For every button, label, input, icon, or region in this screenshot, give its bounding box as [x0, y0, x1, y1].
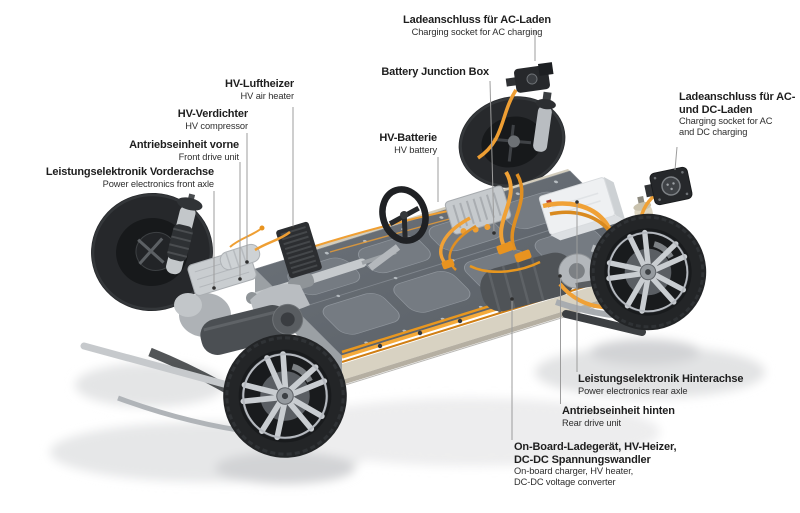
label-rear-drive-unit-de: Antriebseinheit hinten [562, 405, 675, 417]
label-onboard-charger: On-Board-Ladegerät, HV-Heizer, DC-DC Spa… [514, 441, 677, 488]
label-hv-battery: HV-Batterie HV battery [379, 132, 437, 156]
label-hv-compressor: HV-Verdichter HV compressor [178, 108, 248, 132]
label-hv-air-heater-de: HV-Luftheizer [225, 78, 294, 90]
hv-air-heater-unit [276, 221, 322, 279]
label-hv-battery-en: HV battery [394, 144, 437, 155]
label-hv-air-heater: HV-Luftheizer HV air heater [225, 78, 294, 102]
label-power-electronics-front-en: Power electronics front axle [102, 178, 215, 189]
label-rear-drive-unit-en: Rear drive unit [562, 417, 621, 428]
label-hv-compressor-de: HV-Verdichter [177, 108, 248, 120]
label-onboard-charger-en1: On-board charger, HV heater, [514, 466, 634, 476]
leader-ac-dc-charging [674, 146, 678, 171]
label-ac-charging-en: Charging socket for AC charging [411, 26, 543, 37]
label-power-electronics-rear-en: Power electronics rear axle [578, 385, 688, 396]
ac-charging-cable [477, 89, 518, 160]
label-battery-junction-box: Battery Junction Box [381, 66, 489, 79]
front-drive-unit-assembly [80, 221, 322, 439]
label-onboard-charger-de1: On-Board-Ladegerät, HV-Heizer, [514, 441, 677, 453]
ac-charging-socket [505, 62, 554, 93]
label-power-electronics-rear: Leistungselektronik Hinterachse Power el… [578, 373, 743, 397]
leader-dots [212, 200, 579, 301]
label-ac-dc-charging-en1: Charging socket for AC [679, 116, 773, 126]
rear-suspension-strut [533, 91, 556, 152]
label-ac-charging-de: Ladeanschluss für AC-Laden [403, 14, 551, 26]
label-hv-compressor-en: HV compressor [185, 120, 248, 131]
label-ac-dc-charging-de2: und DC-Laden [679, 103, 753, 116]
label-front-drive-unit: Antriebseinheit vorne Front drive unit [129, 139, 239, 163]
label-battery-junction-box-de: Battery Junction Box [381, 66, 489, 78]
leader-lines [213, 30, 678, 440]
rear-motor [480, 252, 596, 313]
label-ac-charging: Ladeanschluss für AC-Laden Charging sock… [398, 14, 556, 38]
steering-wheel [379, 186, 429, 244]
label-hv-battery-de: HV-Batterie [379, 132, 437, 144]
label-onboard-charger-en2: DC-DC voltage converter [514, 477, 616, 487]
label-hv-air-heater-en: HV air heater [240, 90, 295, 101]
front-suspension-strut [166, 193, 203, 275]
label-front-drive-unit-en: Front drive unit [178, 151, 240, 162]
battery-sill [342, 266, 658, 380]
label-onboard-charger-de2: DC-DC Spannungswandler [514, 453, 651, 466]
label-power-electronics-front: Leistungselektronik Vorderachse Power el… [46, 166, 214, 190]
label-rear-drive-unit: Antriebseinheit hinten Rear drive unit [562, 405, 675, 429]
label-power-electronics-front-de: Leistungselektronik Vorderachse [45, 166, 214, 178]
label-ac-dc-charging-de1: Ladeanschluss für AC- [679, 91, 796, 103]
dc-charging-socket [644, 166, 693, 206]
label-power-electronics-rear-de: Leistungselektronik Hinterachse [578, 373, 744, 385]
leader-battery-junction-box [489, 80, 495, 234]
label-ac-dc-charging-en2: and DC charging [679, 127, 748, 137]
label-front-drive-unit-de: Antriebseinheit vorne [129, 139, 239, 151]
label-ac-dc-charging: Ladeanschluss für AC- und DC-Laden Charg… [679, 91, 795, 138]
